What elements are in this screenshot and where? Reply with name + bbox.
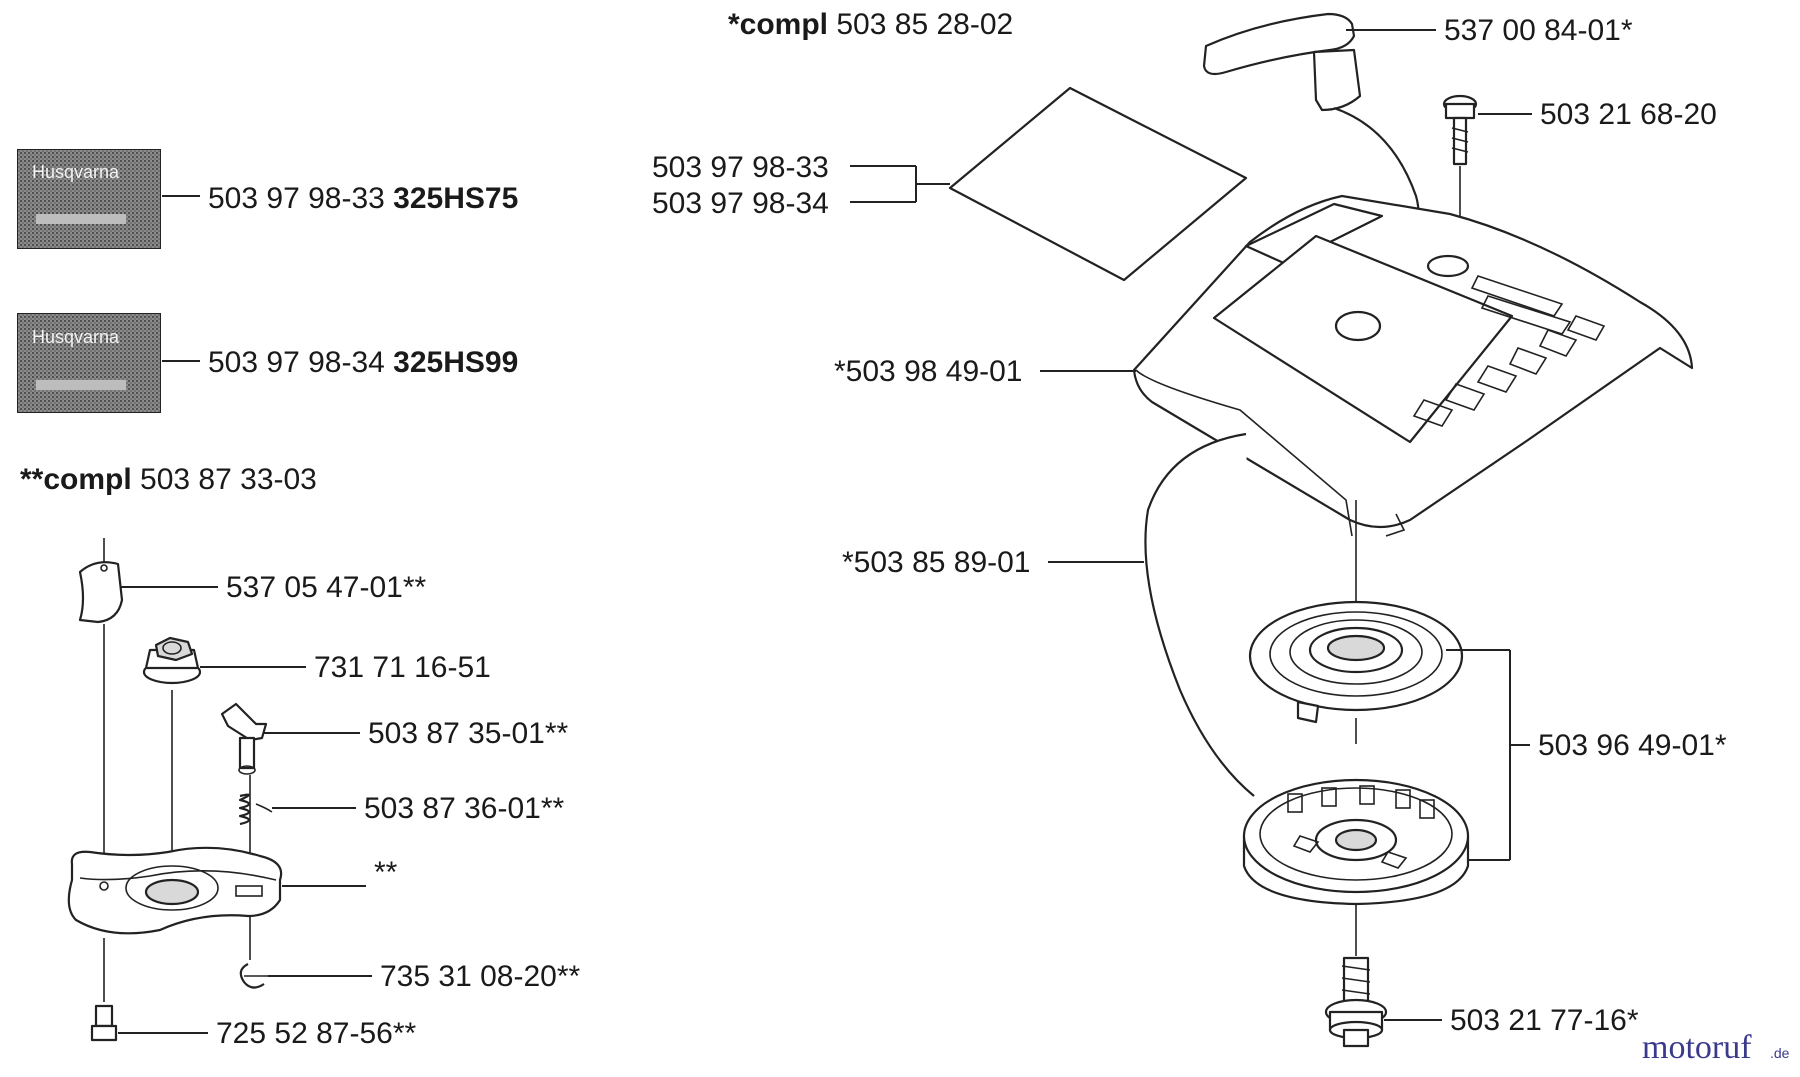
nut-part[interactable] (142, 636, 202, 685)
label-cord: *503 85 89-01 (842, 546, 1031, 579)
decal-325hs75-label: 503 97 98-33 325HS75 (208, 182, 518, 215)
decal-brand-label: Husqvarna (32, 162, 120, 182)
decal-325hs99[interactable]: Husqvarna (17, 313, 161, 413)
label-screw-bottom: 503 21 77-16* (1450, 1004, 1639, 1037)
watermark-logo: motoruf .de (1642, 1029, 1790, 1066)
clip-part[interactable] (239, 963, 268, 989)
label-pawl: 537 05 47-01** (226, 571, 426, 604)
svg-text:.de: .de (1770, 1045, 1790, 1061)
label-pin: 503 87 35-01** (368, 717, 568, 750)
screw-bottom-part[interactable] (1324, 956, 1388, 1048)
decal-325hs99-label: 503 97 98-34 325HS99 (208, 346, 518, 379)
screw-top-part[interactable] (1442, 94, 1478, 166)
screw-small-part[interactable] (90, 1004, 118, 1042)
handle-part[interactable] (1202, 12, 1420, 227)
hub-part[interactable] (67, 846, 283, 935)
compl-main-header: *compl 503 85 28-02 (728, 8, 1013, 41)
label-hub: ** (374, 856, 398, 889)
pawl-part[interactable] (78, 561, 124, 624)
decal-brand-label: Husqvarna (32, 327, 120, 347)
spring-part[interactable] (238, 793, 273, 826)
label-nut: 731 71 16-51 (314, 651, 491, 684)
pin-part[interactable] (220, 702, 268, 775)
label-spring: 503 87 36-01** (364, 792, 564, 825)
pulley-part[interactable] (1242, 778, 1470, 906)
label-decal-b: 503 97 98-34 (652, 187, 829, 220)
label-spring-pulley: 503 96 49-01* (1538, 729, 1727, 762)
label-screw-small: 725 52 87-56** (216, 1017, 416, 1050)
compl-sub-header: **compl 503 87 33-03 (20, 463, 317, 496)
svg-text:motoruf: motoruf (1642, 1029, 1752, 1066)
label-screw-top: 503 21 68-20 (1540, 98, 1717, 131)
cover-part[interactable] (1132, 194, 1694, 537)
label-decal-a: 503 97 98-33 (652, 151, 829, 184)
cord-part[interactable] (1144, 432, 1255, 797)
label-clip: 735 31 08-20** (380, 960, 580, 993)
label-handle: 537 00 84-01* (1444, 14, 1633, 47)
decal-325hs75[interactable]: Husqvarna (17, 149, 161, 249)
decal-sheet-part[interactable] (948, 86, 1248, 282)
recoil-spring-part[interactable] (1248, 600, 1464, 724)
label-cover: *503 98 49-01 (834, 355, 1023, 388)
